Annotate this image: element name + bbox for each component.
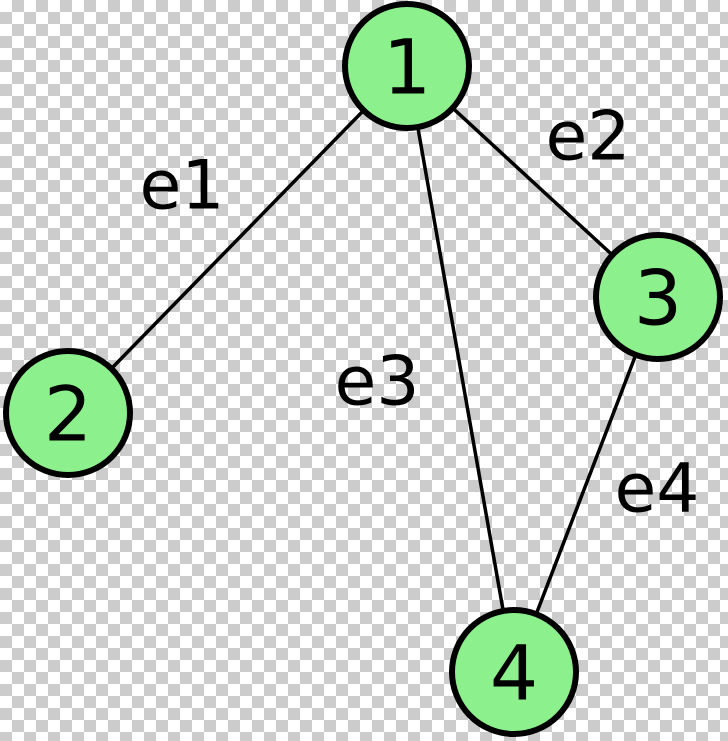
- node-3: [593, 232, 723, 362]
- node-3-label: 3: [634, 253, 682, 342]
- edge-e1-label: e1: [139, 146, 224, 225]
- edge-e4: [512, 296, 660, 673]
- edge-e1: [66, 64, 409, 415]
- node-4: [449, 607, 579, 737]
- node-4-label: 4: [490, 628, 538, 717]
- edge-e4-label: e4: [614, 449, 699, 528]
- node-2-label: 2: [44, 369, 92, 458]
- node-2: [3, 348, 133, 478]
- edge-e3-label: e3: [334, 342, 419, 421]
- edge-e3: [405, 65, 516, 673]
- node-1-label: 1: [383, 22, 431, 111]
- node-1: [342, 1, 472, 131]
- edge-e2-label: e2: [545, 97, 630, 176]
